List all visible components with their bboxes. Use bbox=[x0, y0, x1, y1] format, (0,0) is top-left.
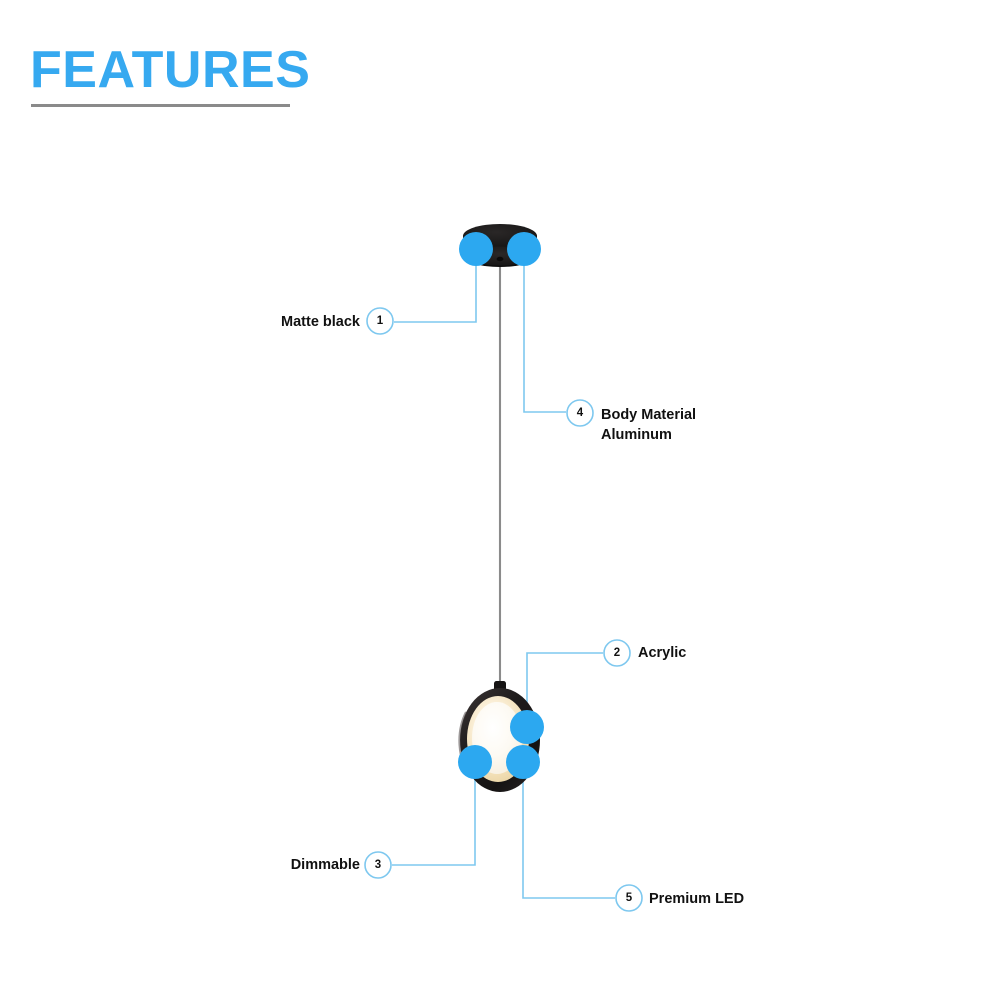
marker-shade-lower-right-dot[interactable] bbox=[506, 745, 540, 779]
callout-label-dimmable: Dimmable bbox=[290, 857, 360, 873]
badge-number-5: 5 bbox=[625, 892, 633, 904]
feature-markers bbox=[458, 232, 544, 779]
marker-canopy-right-dot[interactable] bbox=[507, 232, 541, 266]
title-underline-rule bbox=[31, 104, 290, 107]
badge-number-2: 2 bbox=[613, 647, 621, 659]
callout-badges bbox=[364, 307, 643, 912]
page-title: FEATURES bbox=[30, 41, 311, 99]
canopy-cord-entry bbox=[496, 256, 504, 262]
leader-line-1 bbox=[394, 249, 477, 323]
leader-line-4 bbox=[523, 249, 566, 413]
callout-label-body-material-aluminum: Body Material Aluminum bbox=[601, 407, 697, 443]
badge-number-3: 3 bbox=[374, 859, 382, 871]
callout-label-premium-led: Premium LED bbox=[649, 891, 745, 907]
badge-circle-2[interactable] bbox=[603, 639, 631, 667]
badge-circle-4[interactable] bbox=[566, 399, 594, 427]
leader-line-3 bbox=[392, 762, 476, 866]
badge-circle-3[interactable] bbox=[364, 851, 392, 879]
badge-number-4: 4 bbox=[576, 407, 584, 419]
marker-shade-upper-right-dot[interactable] bbox=[510, 710, 544, 744]
marker-shade-lower-left-dot[interactable] bbox=[458, 745, 492, 779]
leader-lines bbox=[392, 249, 615, 899]
marker-canopy-left-dot[interactable] bbox=[459, 232, 493, 266]
leader-line-5 bbox=[522, 762, 615, 899]
badge-number-1: 1 bbox=[376, 315, 384, 327]
callout-label-matte-black: Matte black bbox=[281, 314, 360, 330]
badge-circle-5[interactable] bbox=[615, 884, 643, 912]
callout-label-acrylic: Acrylic bbox=[638, 645, 687, 661]
badge-circle-1[interactable] bbox=[366, 307, 394, 335]
